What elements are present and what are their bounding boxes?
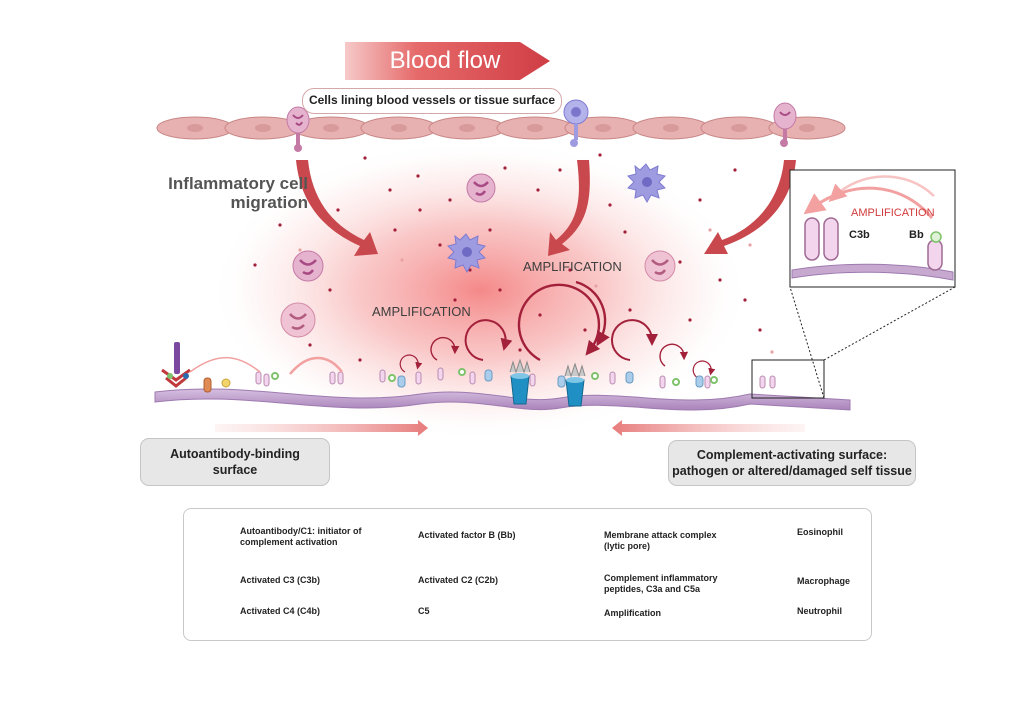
migration-arrows bbox=[296, 160, 796, 256]
inflammation-zone bbox=[210, 140, 750, 440]
zoom-source-box bbox=[751, 359, 825, 399]
membrane-c5-molecules bbox=[397, 369, 704, 388]
migrating-neutrophil-right bbox=[773, 102, 797, 147]
peptide-dots-light bbox=[298, 228, 774, 354]
legend-bb: Activated factor B (Bb) bbox=[418, 530, 516, 540]
legend-c4b: Activated C4 (C4b) bbox=[240, 606, 321, 616]
amplification-label-left: AMPLIFICATION bbox=[372, 304, 471, 319]
macrophage-cell-2 bbox=[447, 233, 486, 274]
migrating-neutrophil-left bbox=[286, 106, 310, 152]
membrane-bb-molecules bbox=[271, 368, 718, 386]
inset-bb-label: Bb bbox=[909, 229, 924, 241]
legend-peptides: Complement inflammatory peptides, C3a an… bbox=[604, 573, 718, 594]
autoantibody-complex bbox=[161, 342, 343, 393]
zoom-lines bbox=[789, 286, 956, 399]
legend-neutrophil: Neutrophil bbox=[797, 606, 842, 616]
blood-flow-label: Blood flow bbox=[389, 47, 501, 74]
cell-membrane bbox=[154, 388, 851, 411]
complement-surface-label: Complement-activating surface: pathogen … bbox=[668, 440, 916, 486]
legend-c5: C5 bbox=[418, 606, 430, 616]
membrane-c3b-molecules bbox=[255, 367, 776, 389]
complement-surface-text: Complement-activating surface: pathogen … bbox=[672, 448, 912, 478]
autoantibody-surface-text: Autoantibody-binding surface bbox=[170, 447, 300, 477]
vessel-lining bbox=[156, 116, 846, 140]
legend-c2b: Activated C2 (C2b) bbox=[418, 575, 499, 585]
legend-eosinophil: Eosinophil bbox=[797, 527, 843, 537]
inset-c3b-label: C3b bbox=[849, 229, 870, 241]
autoantibody-surface-label: Autoantibody-binding surface bbox=[140, 438, 330, 486]
peptide-dots bbox=[253, 153, 762, 362]
legend-autoantibody: Autoantibody/C1: initiator of complement… bbox=[240, 526, 362, 547]
amplification-label-center: AMPLIFICATION bbox=[523, 259, 622, 274]
macrophage-cell-1 bbox=[627, 163, 666, 204]
legend-mac: Membrane attack complex (lytic pore) bbox=[604, 530, 717, 551]
amplification-loops bbox=[399, 280, 716, 379]
legend bbox=[183, 508, 872, 641]
inset-panel bbox=[789, 169, 956, 288]
neutrophil-cell-2 bbox=[292, 250, 324, 282]
mac-pores bbox=[509, 358, 586, 407]
left-surface-arrow bbox=[215, 420, 428, 436]
eosinophil-cell-2 bbox=[644, 250, 676, 282]
migrating-macrophage bbox=[563, 99, 589, 147]
vessel-lining-label: Cells lining blood vessels or tissue sur… bbox=[302, 88, 562, 114]
inflammatory-migration-label: Inflammatory cell migration bbox=[168, 174, 308, 212]
inset-amplification-label: AMPLIFICATION bbox=[851, 207, 935, 219]
legend-c3b: Activated C3 (C3b) bbox=[240, 575, 321, 585]
neutrophil-cell-1 bbox=[466, 173, 496, 203]
right-surface-arrow bbox=[612, 420, 805, 436]
blood-flow-arrow bbox=[345, 42, 550, 80]
legend-amplification: Amplification bbox=[604, 608, 662, 618]
eosinophil-cell-1 bbox=[280, 302, 316, 338]
legend-macrophage: Macrophage bbox=[797, 576, 851, 586]
